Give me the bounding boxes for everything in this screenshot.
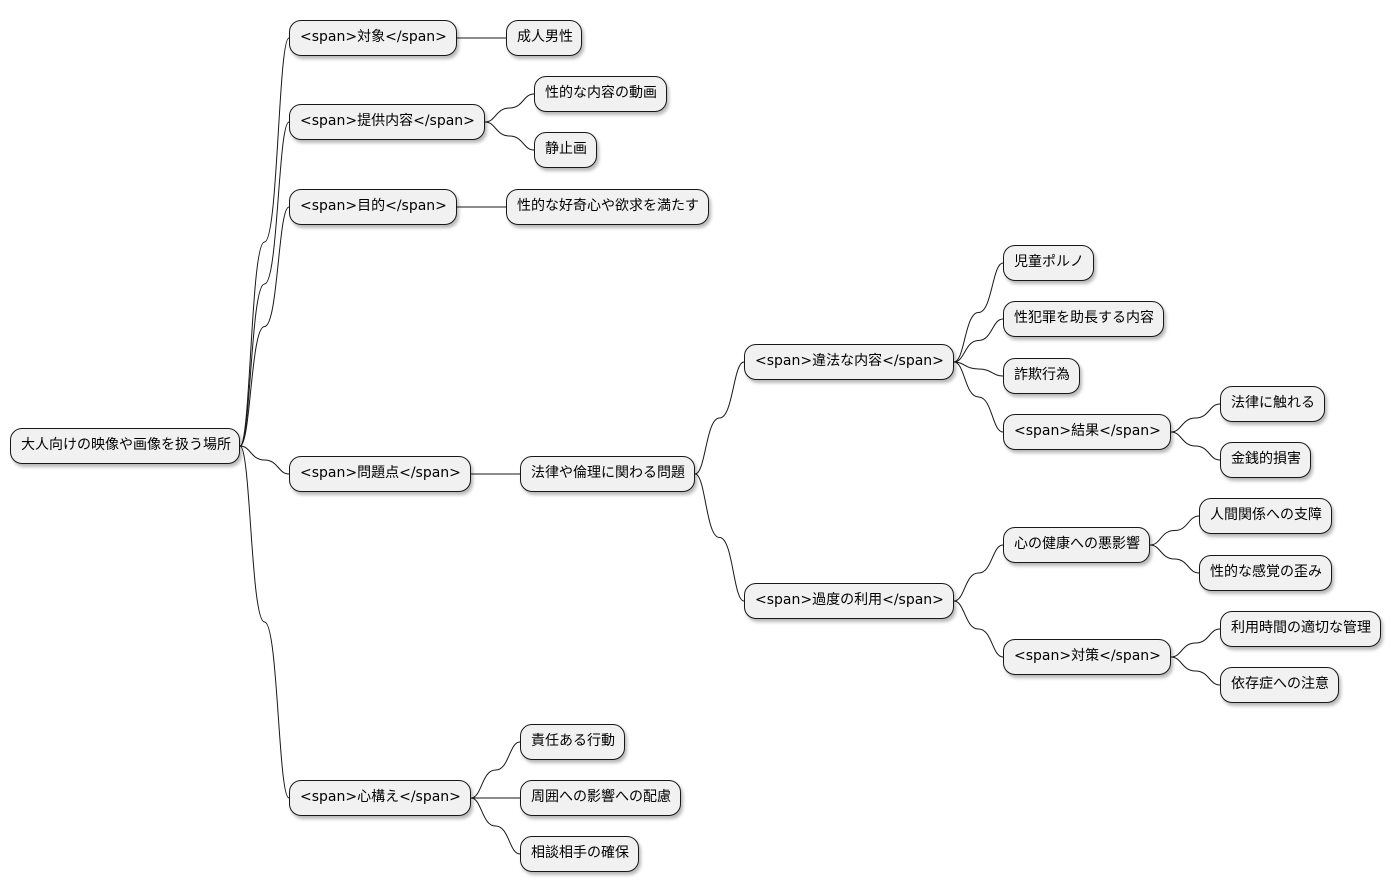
branch-content: <span>提供内容</span>	[289, 104, 485, 140]
node-illegal: <span>違法な内容</span>	[744, 344, 954, 380]
node-result-money: 金銭的損害	[1220, 442, 1311, 478]
connector-line	[953, 262, 1004, 363]
connector-line	[953, 361, 1004, 433]
connector-line	[470, 797, 521, 855]
connector-line	[239, 206, 290, 447]
node-illegal-child: 児童ポルノ	[1003, 245, 1094, 281]
connector-line	[470, 741, 521, 799]
connector-line	[239, 445, 290, 475]
connector-line	[694, 473, 745, 602]
connector-line	[239, 121, 290, 447]
branch-mindset: <span>心構え</span>	[289, 780, 471, 816]
connector-line	[484, 121, 535, 151]
node-target-adult: 成人男性	[506, 20, 582, 56]
node-mindset-consult: 相談相手の確保	[520, 836, 639, 872]
node-measures-time: 利用時間の適切な管理	[1220, 611, 1381, 647]
node-content-video: 性的な内容の動画	[534, 76, 667, 112]
branch-problems: <span>問題点</span>	[289, 456, 471, 492]
connector-line	[239, 445, 290, 799]
connector-line	[484, 93, 535, 123]
node-mindset-responsible: 責任ある行動	[520, 724, 625, 760]
node-illegal-fraud: 詐欺行為	[1003, 358, 1080, 394]
node-mental: 心の健康への悪影響	[1003, 527, 1150, 563]
node-measures: <span>対策</span>	[1003, 639, 1171, 675]
node-mindset-surroundings: 周囲への影響への配慮	[520, 780, 681, 816]
connector-line	[953, 600, 1004, 658]
node-illegal-crime: 性犯罪を助長する内容	[1003, 301, 1164, 337]
node-measures-addiction: 依存症への注意	[1220, 667, 1339, 703]
connector-line	[239, 37, 290, 447]
node-mental-distortion: 性的な感覚の歪み	[1199, 555, 1332, 591]
connector-line	[1149, 544, 1200, 574]
connector-line	[1170, 403, 1221, 433]
node-legal-ethics: 法律や倫理に関わる問題	[520, 456, 695, 492]
connector-line	[953, 544, 1004, 602]
connector-line	[1149, 515, 1200, 546]
branch-target: <span>対象</span>	[289, 20, 457, 56]
node-purpose-satisfy: 性的な好奇心や欲求を満たす	[506, 189, 709, 225]
connector-line	[953, 318, 1004, 363]
branch-purpose: <span>目的</span>	[289, 189, 457, 225]
node-content-still: 静止画	[534, 132, 597, 168]
node-mental-relations: 人間関係への支障	[1199, 498, 1332, 534]
root-node: 大人向けの映像や画像を扱う場所	[10, 428, 240, 464]
connector-line	[1170, 628, 1221, 658]
node-overuse: <span>過度の利用</span>	[744, 583, 954, 619]
node-result-law: 法律に触れる	[1220, 386, 1325, 422]
connector-line	[1170, 431, 1221, 461]
connector-line	[1170, 656, 1221, 686]
connector-line	[694, 361, 745, 475]
node-result: <span>結果</span>	[1003, 414, 1171, 450]
connector-line	[953, 361, 1004, 377]
